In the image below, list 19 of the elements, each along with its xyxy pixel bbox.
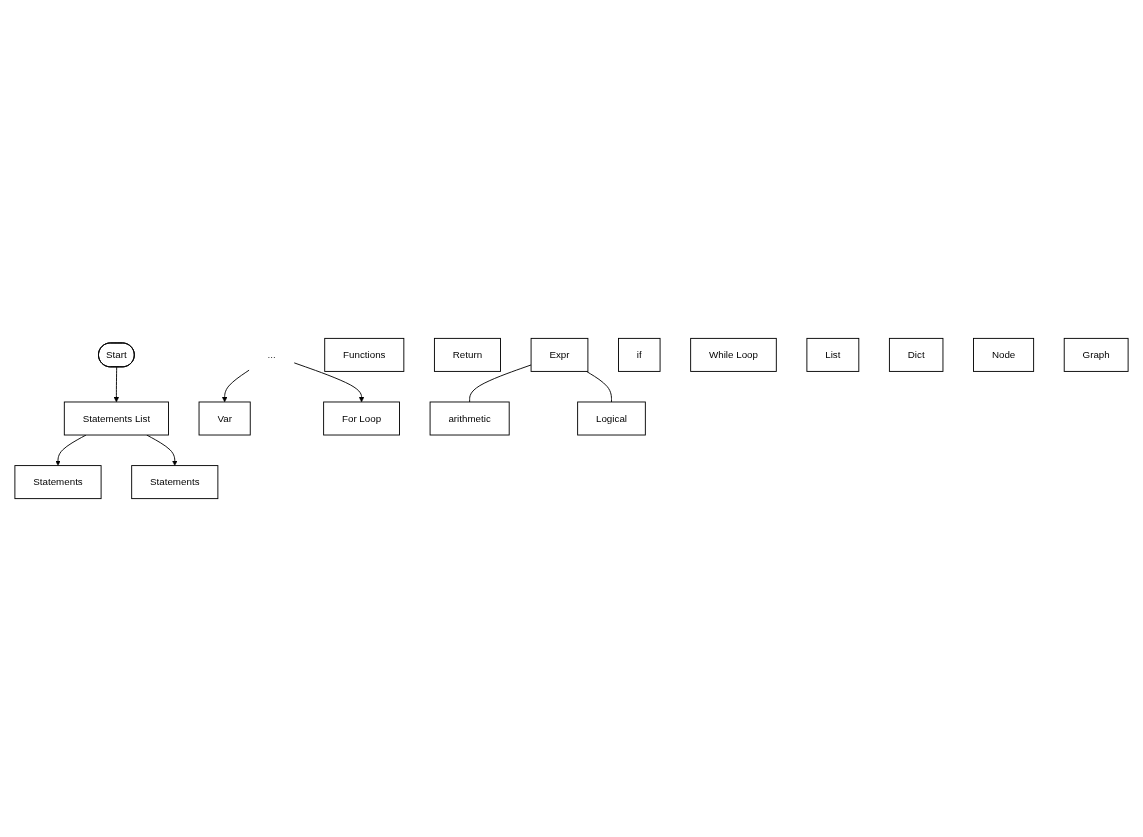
node-box: For Loop <box>323 401 400 436</box>
node-box: arithmetic <box>429 401 510 436</box>
node-box: List <box>806 337 860 372</box>
node-box: Expr <box>530 337 589 372</box>
node-box: Dict <box>888 337 944 372</box>
connector <box>586 370 612 403</box>
node-box: Functions <box>324 337 405 372</box>
node-box: if <box>618 337 661 372</box>
node-box: Var <box>198 401 251 436</box>
node-box: While Loop <box>690 337 777 372</box>
node-box: Statements <box>131 465 219 500</box>
node-box: Return <box>433 337 501 372</box>
connector <box>469 364 532 403</box>
node-box: Node <box>973 337 1035 372</box>
node-box: Logical <box>577 401 646 436</box>
node-box: Statements <box>14 465 102 500</box>
node-text: ... <box>267 349 276 360</box>
node-box: Graph <box>1063 337 1129 372</box>
node-box: Statements List <box>63 401 169 436</box>
